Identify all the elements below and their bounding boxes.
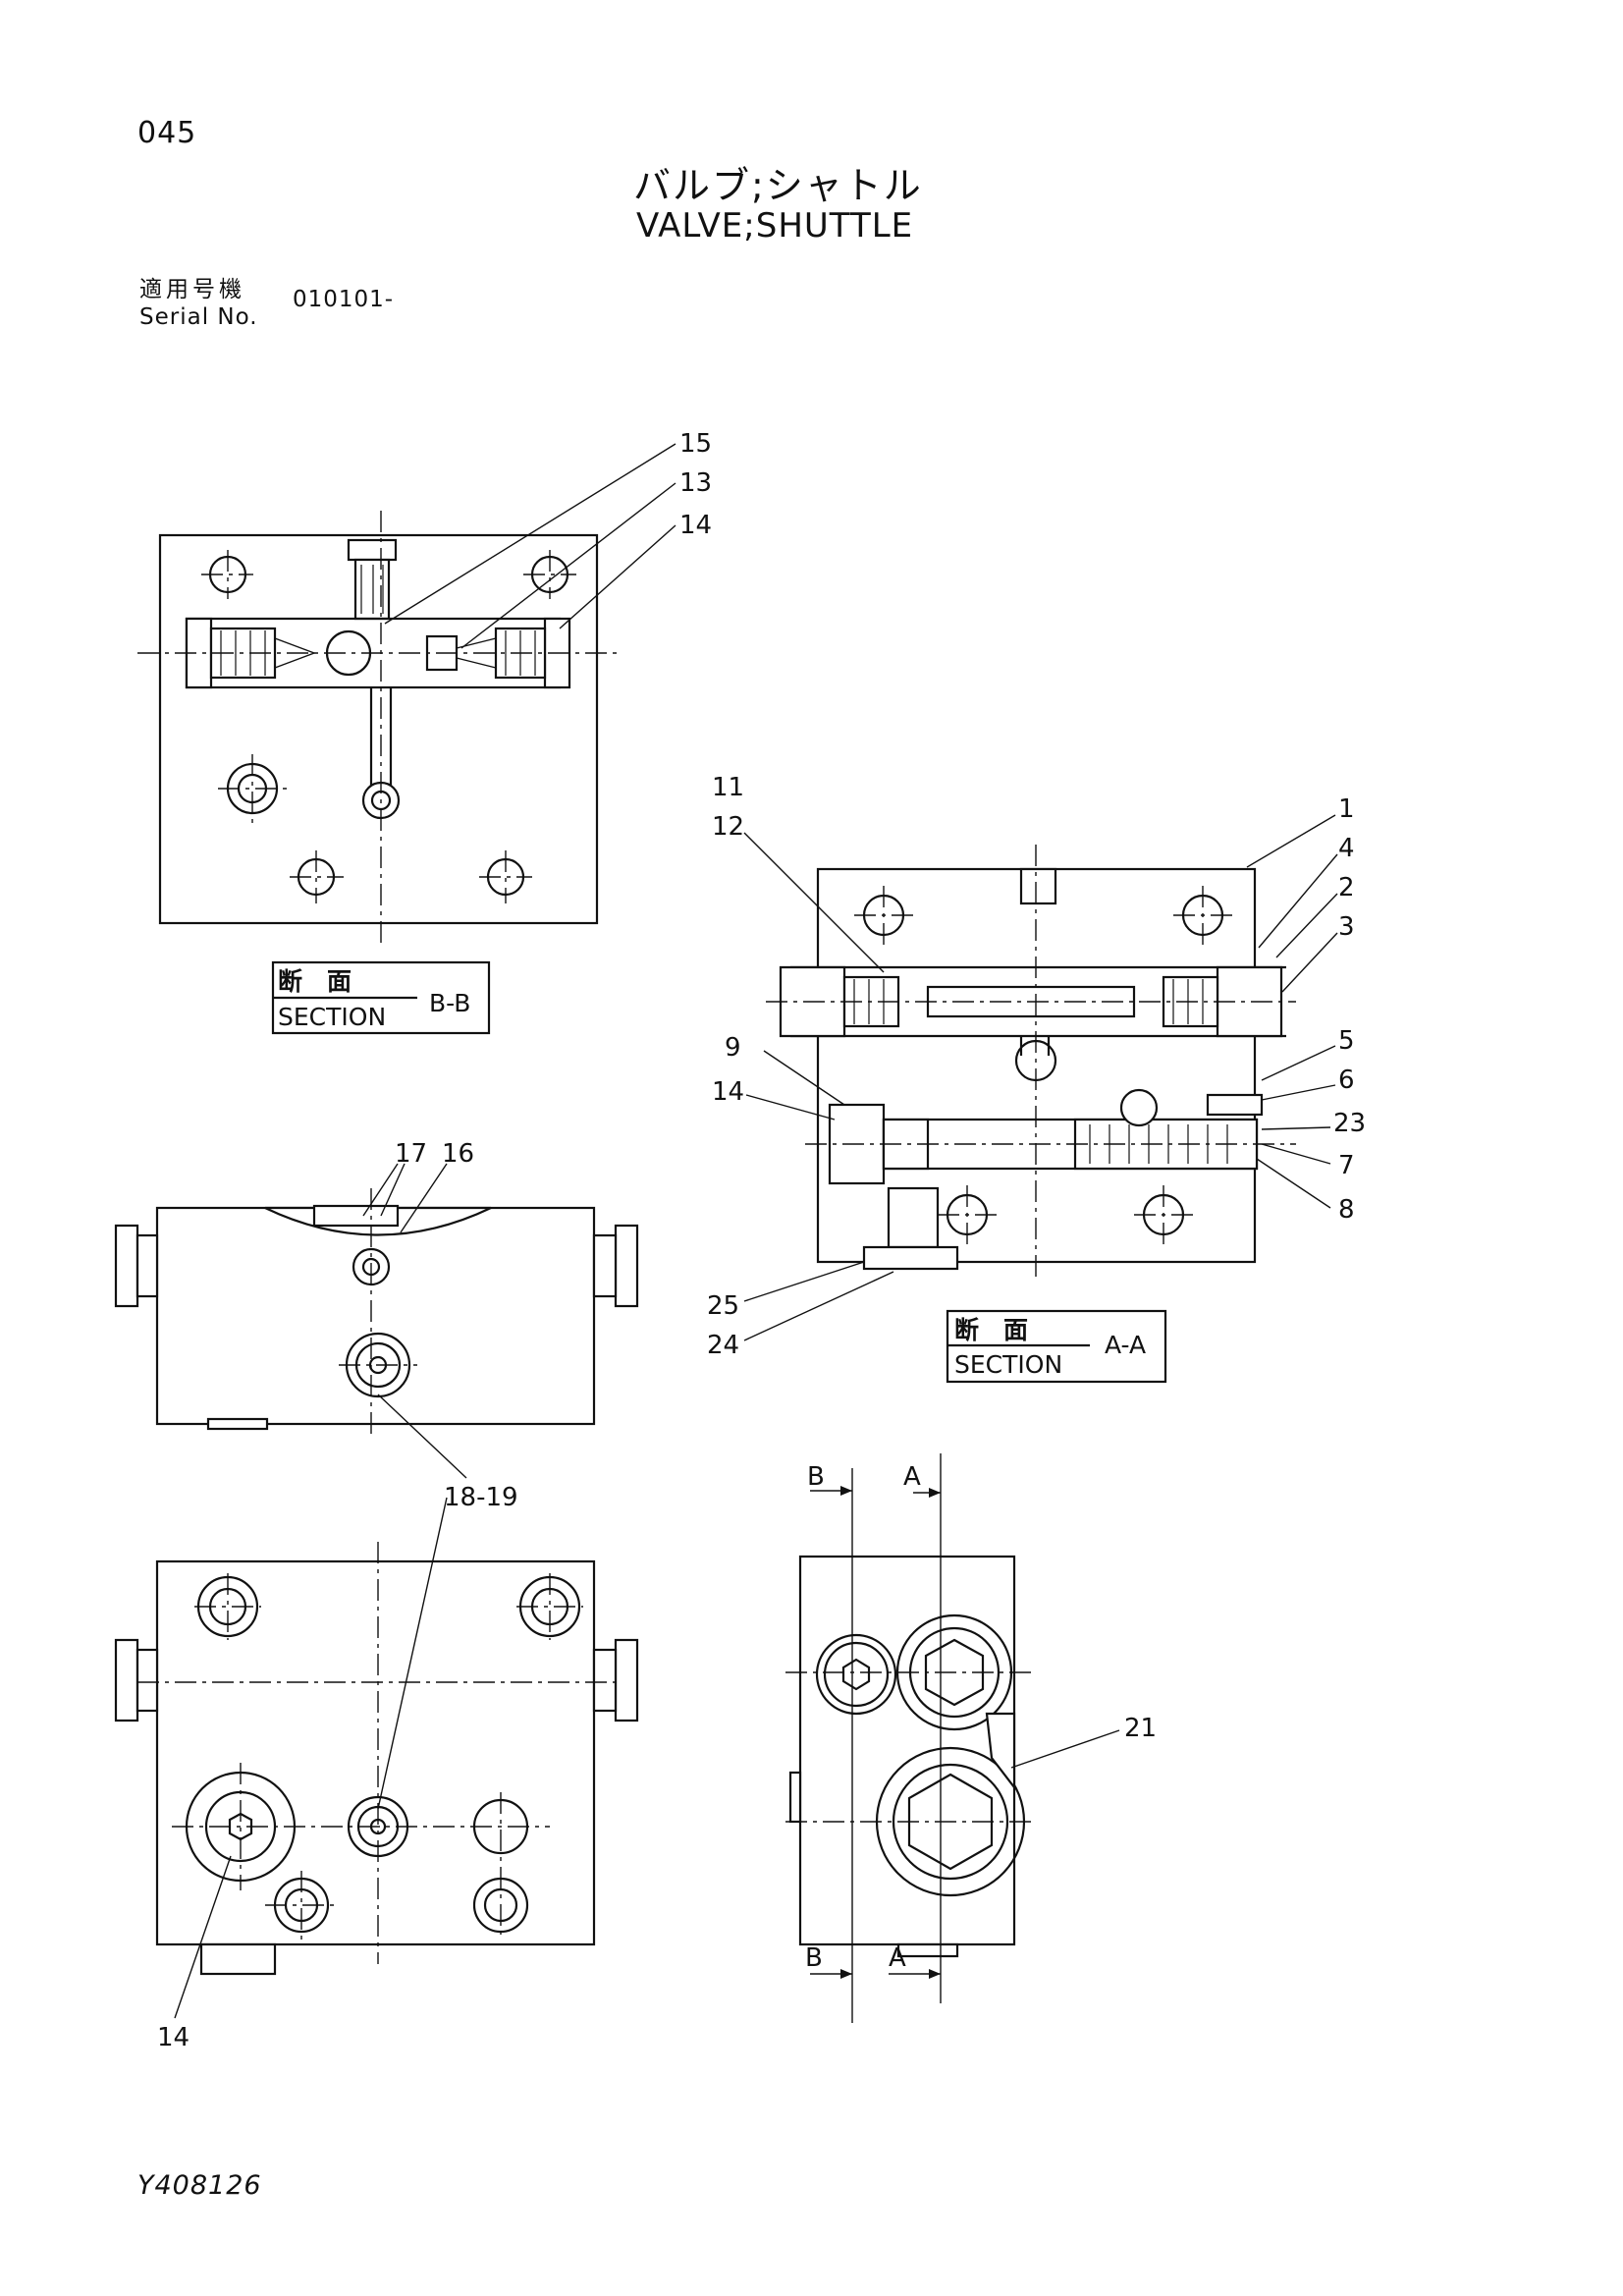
serial-number-value: 010101- [293,287,395,312]
callout-14: 14 [679,511,712,540]
callout-24: 24 [707,1331,739,1360]
bottom-view: 14 [114,1497,639,2052]
callout-11: 11 [712,773,744,802]
section-bb-view: 15 13 14 断 面 SECTION B-B [137,429,712,1035]
callout-3: 3 [1338,912,1355,942]
page-number: 045 [137,116,197,150]
callout-23: 23 [1333,1109,1366,1138]
callout-9: 9 [725,1033,741,1063]
cut-mark-b-bottom: B [805,1943,823,1973]
drawing-number: Y408126 [137,2170,262,2201]
section-aa-tag: A-A [1105,1331,1146,1359]
section-aa-en: SECTION [954,1350,1062,1379]
cut-mark-a-top: A [903,1462,921,1492]
callout-21: 21 [1124,1714,1157,1743]
callout-13: 13 [679,468,712,498]
callout-5: 5 [1338,1026,1355,1056]
section-bb-en: SECTION [278,1003,386,1031]
section-bb-tag: B-B [429,989,470,1017]
callout-16: 16 [442,1139,474,1169]
callout-17: 17 [395,1139,427,1169]
callout-14: 14 [712,1077,744,1107]
callout-1: 1 [1338,794,1355,824]
serial-label-japanese: 適用号機 [139,277,245,302]
serial-label-english: Serial No. [139,304,258,330]
callout-15: 15 [679,429,712,459]
callout-4: 4 [1338,834,1355,863]
title-english: VALVE;SHUTTLE [636,206,914,246]
cut-mark-b-top: B [807,1462,825,1492]
callout-18-19: 18-19 [444,1483,518,1512]
callout-8: 8 [1338,1195,1355,1225]
side-view: B A B A 21 [785,1453,1157,2023]
callout-6: 6 [1338,1066,1355,1095]
section-aa-view: 11 12 1 4 2 3 9 14 5 6 23 7 8 25 24 断 面 … [707,773,1366,1384]
callout-7: 7 [1338,1151,1355,1180]
front-view: 17 16 18-19 [114,1139,639,1512]
callout-12: 12 [712,812,744,842]
callout-25: 25 [707,1291,739,1321]
section-bb-jp: 断 面 [278,967,352,996]
title-japanese: バルブ;シャトル [633,164,923,207]
cut-mark-a-bottom: A [889,1943,906,1973]
callout-14-bottom: 14 [157,2023,189,2052]
section-aa-jp: 断 面 [954,1316,1028,1344]
callout-2: 2 [1338,873,1355,902]
